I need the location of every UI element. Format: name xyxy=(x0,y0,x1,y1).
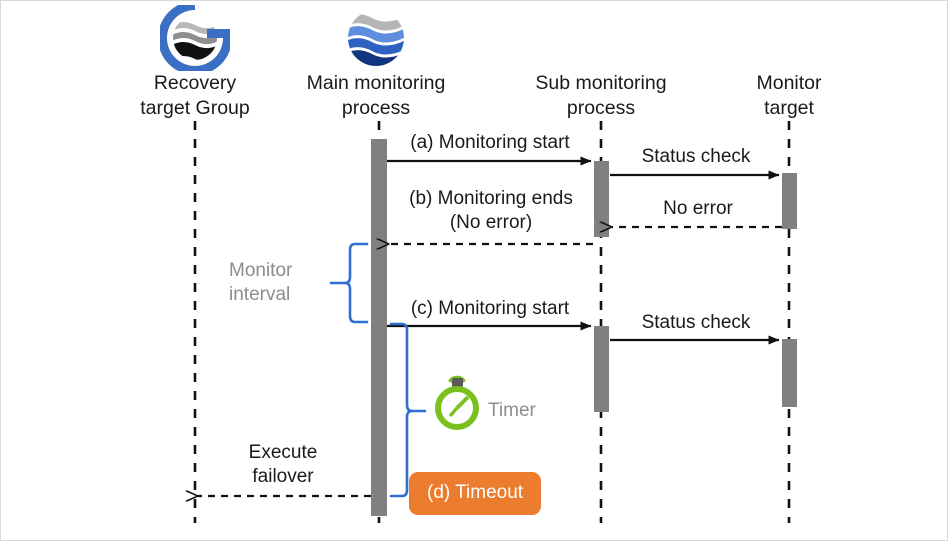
message-label-execute-failover: Execute failover xyxy=(199,441,367,489)
timer-label: Timer xyxy=(488,399,578,423)
message-label-line2: failover xyxy=(252,466,314,487)
participant-label-line1: Main monitoring xyxy=(306,72,446,94)
participant-label-line2: target Group xyxy=(140,97,250,119)
stopwatch-timer-icon xyxy=(428,370,486,432)
globe-wave-logo-icon xyxy=(341,5,411,71)
participant-label-line1: Sub monitoring xyxy=(535,72,667,94)
participant-label-line1: Recovery xyxy=(153,72,237,94)
participant-label-line2: process xyxy=(566,97,636,119)
monitor-interval-label-line1: Monitor xyxy=(229,260,293,281)
message-label-line1: Execute xyxy=(248,442,318,463)
message-label-status-check-2: Status check xyxy=(611,311,781,335)
message-label-line1: (b) Monitoring ends xyxy=(409,188,573,209)
activation-bar-sub-process-2 xyxy=(594,326,609,412)
globe-g-logo-icon xyxy=(158,1,232,75)
message-label-line1: No error xyxy=(663,198,733,219)
timeout-badge-label: (d) Timeout xyxy=(427,482,524,503)
activation-bar-main-process xyxy=(371,139,387,516)
message-label-status-check-1: Status check xyxy=(611,145,781,169)
message-label-a-monitoring-start: (a) Monitoring start xyxy=(387,131,593,155)
participant-label-recovery-target-group: Recovery target Group xyxy=(95,71,295,121)
participant-label-monitor-target: Monitor target xyxy=(701,71,877,121)
message-label-c-monitoring-start: (c) Monitoring start xyxy=(387,297,593,321)
activation-bar-monitor-target-2 xyxy=(782,339,797,407)
timer-label-text: Timer xyxy=(488,400,536,421)
monitor-interval-brace xyxy=(329,242,369,324)
participant-label-line2: process xyxy=(341,97,411,119)
participant-label-line1: Monitor xyxy=(756,72,822,94)
monitor-interval-label: Monitor interval xyxy=(229,259,333,307)
message-label-line1: Status check xyxy=(641,146,751,167)
activation-bar-sub-process-1 xyxy=(594,161,609,237)
monitor-interval-label-line2: interval xyxy=(229,284,291,305)
participant-label-sub-monitoring-process: Sub monitoring process xyxy=(501,71,701,121)
message-label-no-error: No error xyxy=(613,197,783,221)
message-label-line1: (a) Monitoring start xyxy=(410,132,570,153)
participant-label-line2: target xyxy=(764,97,814,119)
message-label-line2: (No error) xyxy=(449,212,533,233)
timer-brace xyxy=(389,322,427,498)
participant-label-main-monitoring-process: Main monitoring process xyxy=(271,71,481,121)
message-label-line1: Status check xyxy=(641,312,751,333)
activation-bar-monitor-target-1 xyxy=(782,173,797,229)
message-label-line1: (c) Monitoring start xyxy=(410,298,570,319)
message-label-b-monitoring-ends: (b) Monitoring ends (No error) xyxy=(387,187,595,235)
timeout-badge: (d) Timeout xyxy=(409,472,542,515)
